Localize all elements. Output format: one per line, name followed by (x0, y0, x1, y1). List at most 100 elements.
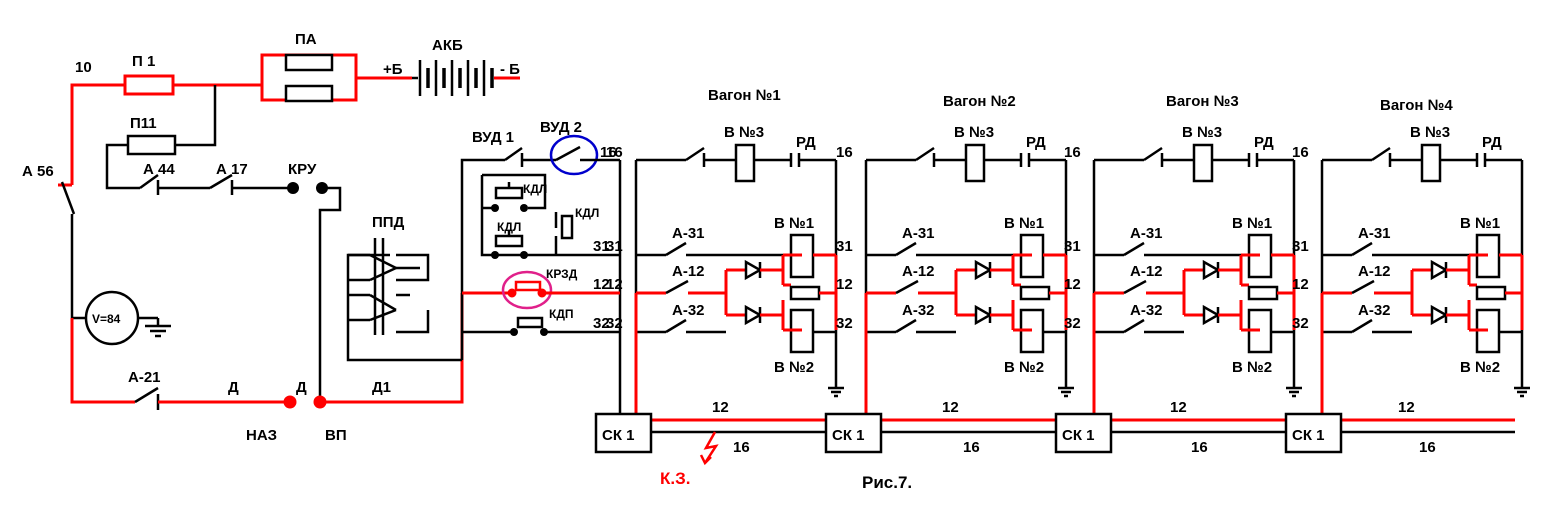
diode-upper (1202, 259, 1221, 281)
wire-d-label: Д (228, 379, 239, 396)
switch-a31 (895, 241, 917, 257)
ppd-label: ППД (372, 214, 405, 231)
coil-v1-label: В №1 (1232, 215, 1272, 232)
car-switch-16 (685, 146, 705, 162)
car-wire-16: 16 (606, 144, 623, 161)
resistor (1019, 285, 1051, 301)
switch-a32-label: А-32 (1358, 302, 1391, 319)
resistor (1247, 285, 1279, 301)
switch-a31 (1351, 241, 1373, 257)
battery-minus-label: - Б (500, 61, 520, 78)
switch-a31-label: А-31 (902, 225, 935, 242)
coil-v2-label: В №2 (774, 359, 814, 376)
fuse-p11 (126, 134, 177, 156)
kdl-label-a: КДЛ (523, 182, 547, 196)
car-switch-16 (1371, 146, 1391, 162)
car-title: Вагон №3 (1166, 93, 1239, 110)
car-title: Вагон №4 (1380, 97, 1453, 114)
kdl-button-a (494, 186, 524, 200)
car-wire-31: 31 (606, 238, 623, 255)
car-switch-16 (915, 146, 935, 162)
bus-16-label: 16 (733, 439, 750, 456)
rd-label: РД (1254, 134, 1274, 151)
switch-a32 (1351, 318, 1373, 334)
sk-box (594, 412, 653, 454)
switch-a31-label: А-31 (672, 225, 705, 242)
bus-12-label: 12 (1170, 399, 1187, 416)
car-wire-16: 16 (1064, 144, 1081, 161)
diode-upper (744, 259, 763, 281)
switch-a32 (665, 318, 687, 334)
kdp-button (516, 316, 544, 329)
coil-v3 (1420, 143, 1442, 183)
diode-upper (974, 259, 993, 281)
bus-12-label: 12 (1398, 399, 1415, 416)
control-block (346, 134, 622, 415)
control-wire-32: 32 (593, 315, 610, 332)
battery-label: АКБ (432, 37, 463, 54)
figure-caption: Рис.7. (862, 473, 912, 492)
coil-v3-label: В №3 (1182, 124, 1222, 141)
car-wire-32: 32 (1064, 315, 1081, 332)
short-circuit-icon (703, 431, 719, 464)
power-supply (58, 53, 520, 410)
naz-label: НАЗ (246, 427, 277, 444)
bus-16-label: 16 (963, 439, 980, 456)
coil-v3 (964, 143, 986, 183)
fuse-pa-label: ПА (295, 31, 317, 48)
switch-a32 (1123, 318, 1145, 334)
fault-label: К.З. (660, 469, 690, 488)
switch-a32-label: А-32 (902, 302, 935, 319)
sk-box (824, 412, 883, 454)
kdl-label-c: КДЛ (575, 206, 599, 220)
car-wire-16: 16 (836, 144, 853, 161)
sk-label: СК 1 (602, 427, 635, 444)
switch-a31 (665, 241, 687, 257)
sk-box (1284, 412, 1343, 454)
car-wire-12: 12 (836, 276, 853, 293)
switch-vud1 (504, 146, 523, 162)
krzd-label: КРЗД (546, 267, 578, 281)
switch-a31-label: А-31 (1358, 225, 1391, 242)
rd-label: РД (1482, 134, 1502, 151)
coil-v3-label: В №3 (1410, 124, 1450, 141)
naz-contact (283, 395, 297, 409)
voltmeter-label: V=84 (92, 312, 121, 326)
krzd-highlight (501, 270, 553, 310)
fuse-p11-label: П11 (130, 115, 157, 132)
diode-upper (1430, 259, 1449, 281)
coil-v3 (734, 143, 756, 183)
rd-label: РД (796, 134, 816, 151)
switch-a12-label: А-12 (902, 263, 935, 280)
vud2-highlight (549, 134, 599, 176)
sk-coupler-1: СК 1 (594, 412, 653, 454)
bus-12-label: 12 (712, 399, 729, 416)
sk-label: СК 1 (1062, 427, 1095, 444)
diode-lower (744, 304, 763, 326)
car-wire-31: 31 (1292, 238, 1309, 255)
switch-a12-label: А-12 (1358, 263, 1391, 280)
control-wire-12: 12 (593, 276, 610, 293)
battery-plus-label: +Б (383, 61, 403, 78)
switch-a21 (134, 386, 159, 404)
fuse-pa-upper (284, 53, 334, 72)
switch-a31 (1123, 241, 1145, 257)
switch-a12 (665, 279, 689, 295)
sk-label: СК 1 (832, 427, 865, 444)
control-wire-31: 31 (593, 238, 610, 255)
switch-vud2 (555, 145, 581, 162)
diode-lower (1430, 304, 1449, 326)
resistor (1475, 285, 1507, 301)
car-wire-12: 12 (606, 276, 623, 293)
fuse-p1-label: П 1 (132, 53, 155, 70)
wire-10-label: 10 (75, 59, 92, 76)
vud2-label: ВУД 2 (540, 119, 582, 136)
coil-v2-label: В №2 (1232, 359, 1272, 376)
coil-v3-label: В №3 (954, 124, 994, 141)
